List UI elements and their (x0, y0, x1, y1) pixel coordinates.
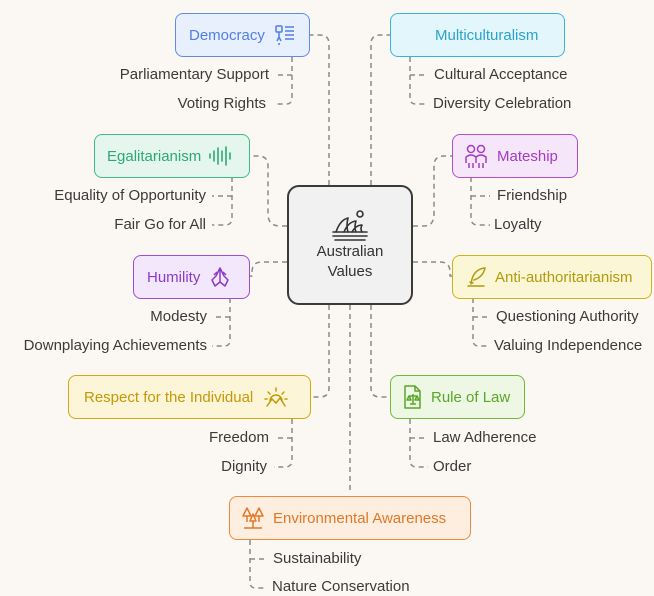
topic-respect-label: Respect for the Individual (84, 388, 254, 406)
topic-environmental-awareness-label: Environmental Awareness (273, 509, 447, 527)
rule-of-law-item-1: Law Adherence (433, 429, 537, 446)
topic-anti-authoritarianism[interactable]: Anti-authoritarianism (452, 255, 652, 299)
trees-icon (242, 507, 264, 529)
anti-authoritarianism-item-2: Valuing Independence (494, 337, 643, 354)
central-topic-box[interactable]: Australian Values (287, 185, 413, 305)
people-icon (465, 144, 487, 168)
multiculturalism-item-2: Diversity Celebration (433, 95, 572, 112)
topic-egalitarianism[interactable]: Egalitarianism (94, 134, 250, 178)
multiculturalism-item-1: Cultural Acceptance (434, 66, 568, 83)
topic-democracy-label: Democracy (189, 26, 265, 44)
legal-document-icon (404, 385, 421, 409)
egalitarianism-item-1: Equality of Opportunity (54, 187, 206, 204)
topic-rule-of-law[interactable]: Rule of Law (390, 375, 525, 419)
anti-authoritarianism-item-1: Questioning Authority (496, 308, 639, 325)
topic-respect-for-the-individual[interactable]: Respect for the Individual (68, 375, 311, 419)
flowchart-icon (275, 25, 294, 45)
environment-item-2: Nature Conservation (272, 578, 410, 595)
topic-rule-of-law-label: Rule of Law (431, 388, 511, 406)
central-topic-line2: Values (327, 263, 373, 280)
rule-of-law-item-2: Order (433, 458, 472, 475)
mateship-item-2: Loyalty (494, 216, 542, 233)
topic-environmental-awareness[interactable]: Environmental Awareness (229, 496, 471, 540)
topic-multiculturalism[interactable]: Multiculturalism (390, 13, 565, 57)
democracy-item-1: Parliamentary Support (119, 66, 269, 83)
topic-humility[interactable]: Humility (133, 255, 250, 299)
mateship-item-1: Friendship (497, 187, 568, 204)
topic-mateship-label: Mateship (497, 147, 558, 165)
topic-egalitarianism-label: Egalitarianism (107, 147, 202, 165)
topic-anti-authoritarianism-label: Anti-authoritarianism (495, 268, 633, 286)
humility-item-1: Modesty (150, 308, 207, 325)
topic-humility-label: Humility (147, 268, 201, 286)
quill-icon (467, 267, 486, 287)
praying-hands-icon (211, 267, 230, 287)
respect-item-2: Dignity (221, 458, 267, 475)
sunrise-icon (264, 387, 289, 407)
topic-mateship[interactable]: Mateship (452, 134, 578, 178)
sound-wave-icon (209, 146, 232, 166)
topic-democracy[interactable]: Democracy (175, 13, 310, 57)
environment-item-1: Sustainability (273, 550, 362, 567)
respect-item-1: Freedom (208, 429, 269, 446)
egalitarianism-item-2: Fair Go for All (114, 216, 206, 233)
democracy-item-2: Voting Rights (177, 95, 266, 112)
humility-item-2: Downplaying Achievements (23, 337, 207, 354)
central-topic-line1: Australian (316, 243, 384, 260)
topic-multiculturalism-label: Multiculturalism (435, 26, 539, 44)
opera-house-icon (332, 210, 368, 241)
